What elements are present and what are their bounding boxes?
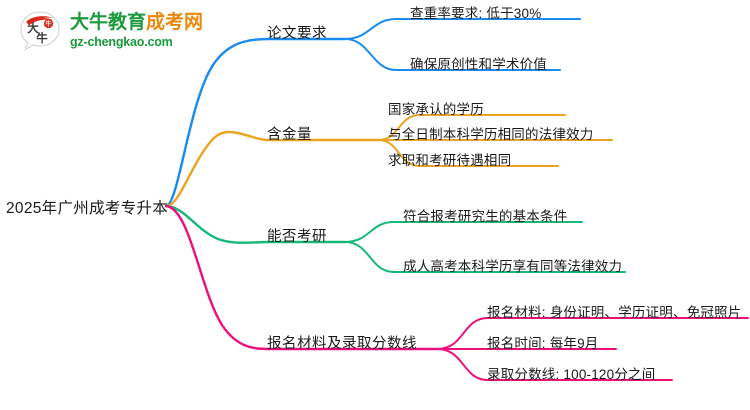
leaf-node-2-3-label[interactable]: 求职和考研待遇相同 <box>388 153 512 168</box>
leaf-node-2-2-label[interactable]: 与全日制本科学历相同的法律效力 <box>388 127 594 142</box>
svg-text:牛: 牛 <box>45 20 51 28</box>
link-root-to-branch-1 <box>164 37 347 208</box>
logo-mark-icon: 牛 大 牛 <box>18 10 62 52</box>
link-branch-1-to-leaf-1 <box>344 18 581 40</box>
logo-title: 大牛教育成考网 <box>70 13 203 32</box>
leaf-node-1-1-label[interactable]: 查重率要求: 低于30% <box>410 6 542 21</box>
root-node-label[interactable]: 2025年广州成考专升本 <box>6 200 169 217</box>
link-root-to-branch-4 <box>164 204 439 351</box>
logo-domain: gz-chengkao.com <box>70 35 173 50</box>
link-branch-3-to-leaf-1 <box>344 221 583 243</box>
leaf-node-4-2-label[interactable]: 报名时间: 每年9月 <box>487 336 599 351</box>
leaf-node-3-1-label[interactable]: 符合报考研究生的基本条件 <box>403 209 568 224</box>
leaf-node-4-3-label[interactable]: 录取分数线: 100-120分之间 <box>487 367 656 382</box>
branch-node-1-label[interactable]: 论文要求 <box>267 26 327 42</box>
link-branch-1-to-leaf-2 <box>344 38 561 71</box>
logo-text: 大牛教育成考网 gz-chengkao.com <box>70 13 203 49</box>
link-root-to-branch-3 <box>164 204 347 244</box>
logo-title-orange: 成考网 <box>146 12 204 34</box>
logo-title-green: 大牛教育 <box>70 12 147 34</box>
leaf-node-2-1-label[interactable]: 国家承认的学历 <box>388 102 484 117</box>
site-logo: 牛 大 牛 大牛教育成考网 gz-chengkao.com <box>18 10 203 52</box>
branch-node-3-label[interactable]: 能否考研 <box>267 229 327 245</box>
leaf-node-1-2-label[interactable]: 确保原创性和学术价值 <box>410 57 547 72</box>
link-branch-2-to-leaf-3 <box>377 139 559 167</box>
link-branch-4-to-leaf-3 <box>436 348 673 381</box>
svg-text:大: 大 <box>27 21 39 35</box>
link-branch-4-to-leaf-1 <box>436 317 749 350</box>
leaf-node-3-2-label[interactable]: 成人高考本科学历享有同等法律效力 <box>403 259 623 274</box>
branch-node-2-label[interactable]: 含金量 <box>267 127 312 143</box>
leaf-node-4-1-label[interactable]: 报名材料: 身份证明、学历证明、免冠照片 <box>487 305 742 320</box>
branch-node-4-label[interactable]: 报名材料及录取分数线 <box>267 336 417 352</box>
link-branch-3-to-leaf-2 <box>344 241 626 273</box>
svg-text:牛: 牛 <box>36 31 48 45</box>
link-root-to-branch-2 <box>164 130 380 208</box>
